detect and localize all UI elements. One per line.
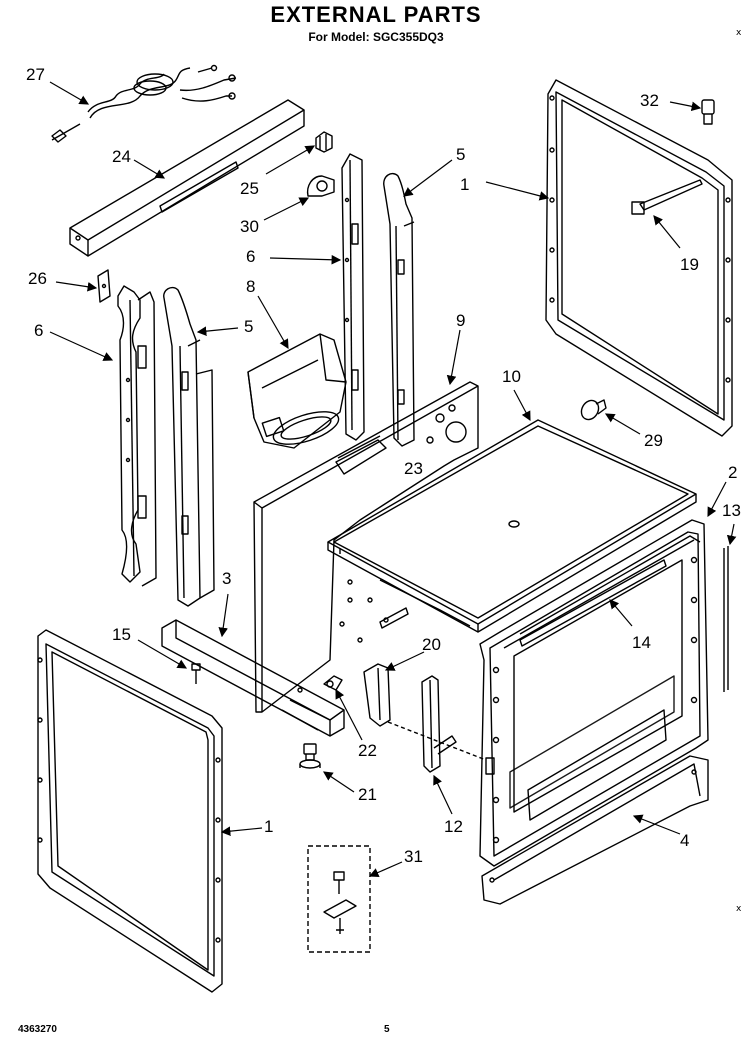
callout-20: 20 [422, 635, 441, 654]
callout-26: 26 [28, 269, 47, 288]
callout-12: 12 [444, 817, 463, 836]
bottom-rail-part [161, 619, 345, 737]
callout-6-upper: 6 [246, 247, 255, 266]
cable-tie-part [631, 179, 703, 215]
manifold-panel-part [69, 99, 305, 257]
side-panel-right-part [545, 79, 733, 437]
side-bracket-upper-part [383, 172, 415, 447]
callout-4: 4 [680, 831, 689, 850]
callout-3: 3 [222, 569, 231, 588]
clip-22-part [323, 675, 343, 691]
leveling-leg-part [299, 743, 321, 769]
wire-clamp-part [306, 175, 335, 197]
callout-19: 19 [680, 255, 699, 274]
callout-29: 29 [644, 431, 663, 450]
callout-32: 32 [640, 91, 659, 110]
knob-part [580, 399, 607, 421]
side-channel-upper-part [341, 153, 365, 441]
rear-label-part [337, 435, 381, 459]
callout-15: 15 [112, 625, 131, 644]
corner-mark-top-right: x [736, 28, 742, 38]
model-subtitle: For Model: SGC355DQ3 [308, 30, 444, 44]
side-panel-left-part [37, 629, 223, 993]
side-bracket-left-part [163, 286, 215, 607]
callout-23: 23 [404, 459, 423, 478]
callout-2: 2 [728, 463, 737, 482]
screw-part [191, 663, 201, 684]
bracket-20-part [363, 663, 391, 727]
callout-6-left: 6 [34, 321, 43, 340]
power-cord-part [51, 64, 237, 143]
callout-5-left: 5 [244, 317, 253, 336]
callout-21: 21 [358, 785, 377, 804]
page-number: 5 [384, 1024, 390, 1035]
burner-box-part [247, 333, 347, 449]
bottom-trim-part [481, 755, 709, 905]
callout-27: 27 [26, 65, 45, 84]
corner-mark-bottom-right: x [736, 904, 742, 914]
callout-9: 9 [456, 311, 465, 330]
callout-22: 22 [358, 741, 377, 760]
callout-31: 31 [404, 847, 423, 866]
small-bracket-part [97, 269, 111, 303]
cooktop-base-part [327, 419, 697, 633]
page-title: EXTERNAL PARTS [270, 2, 482, 27]
callout-1-lower: 1 [264, 817, 273, 836]
callout-1-upper: 1 [460, 175, 469, 194]
assembly-dash-line [387, 721, 487, 761]
callout-13: 13 [722, 501, 741, 520]
callout-30: 30 [240, 217, 259, 236]
plug-part [701, 99, 715, 125]
clip-part [315, 131, 333, 153]
side-channel-left-part [117, 285, 157, 587]
callout-10: 10 [502, 367, 521, 386]
rear-panel-part [253, 381, 479, 713]
document-number: 4363270 [18, 1024, 57, 1035]
callout-25: 25 [240, 179, 259, 198]
trim-rod-part [723, 546, 729, 692]
callout-14: 14 [632, 633, 651, 652]
callout-24: 24 [112, 147, 131, 166]
vent-strip-part [519, 559, 667, 647]
hinge-bracket-part [421, 675, 457, 773]
callout-8: 8 [246, 277, 255, 296]
igniter-kit-part [307, 845, 371, 953]
callout-5-upper: 5 [456, 145, 465, 164]
